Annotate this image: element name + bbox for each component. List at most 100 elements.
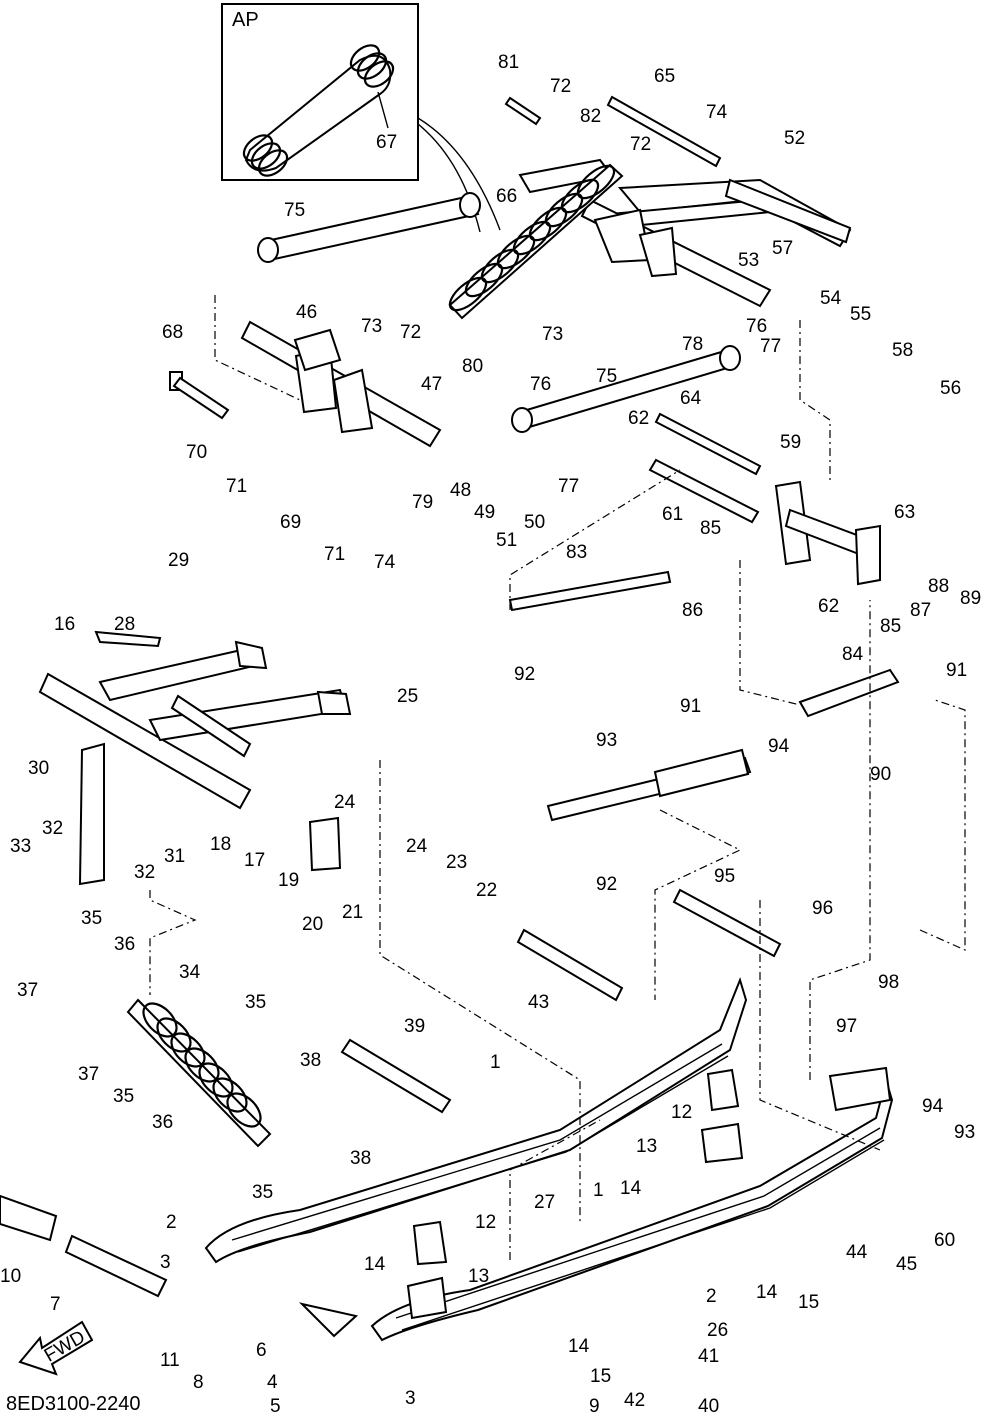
rod-95 [672,888,782,958]
callout: 74 [706,102,728,123]
callout: 91 [946,660,967,681]
callout: 47 [421,374,442,395]
callout: 31 [164,846,185,867]
shaft-83 [508,570,672,612]
callout: 70 [186,442,207,463]
callout: 62 [628,408,649,429]
callout: 91 [680,696,701,717]
callout: 11 [160,1350,180,1371]
bracket-59 [774,480,881,586]
callout: 40 [698,1396,719,1417]
callout: 37 [78,1064,99,1085]
callout: 71 [226,476,247,497]
callout: 2 [706,1286,717,1307]
block-13-upper [700,1122,744,1164]
callout: 14 [568,1336,590,1357]
callout: 88 [928,576,949,597]
callout: 94 [922,1096,944,1117]
callout: 72 [550,76,571,97]
callout: 7 [50,1294,61,1315]
callout: 20 [302,914,323,935]
callout: 55 [850,304,871,325]
callout: 80 [462,356,483,377]
callout: 57 [772,238,793,259]
callout: 75 [596,366,617,387]
callout: 22 [476,880,497,901]
callout: 32 [42,818,63,839]
callout: 27 [534,1192,555,1213]
callout: 4 [267,1372,278,1393]
callout: 96 [812,898,833,919]
callout: 63 [894,502,915,523]
arm-46 [240,320,442,448]
callout: 76 [746,316,767,337]
callout: 14 [756,1282,778,1303]
pipe-10 [0,1194,58,1242]
callout: 2 [166,1212,177,1233]
callout: 85 [880,616,901,637]
callout: 21 [342,902,363,923]
callout: 19 [278,870,299,891]
callout: 73 [361,316,382,337]
callout: 46 [296,302,317,323]
slide-rail-left [204,976,748,1264]
bolt-81 [504,96,542,126]
callout: 17 [244,850,265,871]
callout: 12 [671,1102,692,1123]
bolt-64 [654,412,762,476]
callout: 30 [28,758,49,779]
callout: 15 [798,1292,819,1313]
callout: 53 [738,250,759,271]
callout: 78 [682,334,703,355]
callout: 33 [10,836,31,857]
callout: 56 [940,378,961,399]
callout: 93 [596,730,617,751]
callout: 90 [870,764,891,785]
callout: 18 [210,834,231,855]
callout: 1 [593,1180,604,1201]
callout: 51 [496,530,517,551]
callout: 5 [270,1396,281,1417]
callout: 14 [364,1254,386,1275]
callout: 1 [490,1052,501,1073]
pin-28 [94,630,162,648]
callout: 61 [662,504,683,525]
callout: 92 [596,874,617,895]
callout: 14 [620,1178,642,1199]
callout: 79 [412,492,433,513]
callout: 9 [589,1396,600,1417]
callout: 89 [960,588,981,609]
callout: 36 [152,1112,173,1133]
plate-97 [828,1066,892,1112]
callout: 82 [580,106,601,127]
callout: 95 [714,866,735,887]
callout: 28 [114,614,135,635]
callout: 26 [707,1320,728,1341]
callout: 37 [17,980,38,1001]
guard-4 [298,1302,359,1338]
front-arm-16 [38,640,352,810]
callout: 84 [842,644,864,665]
callout: 97 [836,1016,857,1037]
plate-20 [308,816,342,872]
callout: 48 [450,480,471,501]
slider-12-lower [412,1220,448,1266]
pipe-7 [64,1234,168,1298]
callout: 77 [760,336,781,357]
link-75-lower [518,348,736,430]
callout: 36 [114,934,135,955]
callout: 13 [636,1136,657,1157]
rod-61 [648,458,760,524]
callout: 41 [698,1346,719,1367]
inset-label: AP [232,9,259,31]
arm-39 [340,1038,452,1114]
callout: 69 [280,512,301,533]
callout: 16 [54,614,75,635]
rod-65 [606,95,722,168]
callout: 72 [400,322,421,343]
callout: 73 [542,324,563,345]
callout: 77 [558,476,579,497]
callout: 39 [404,1016,425,1037]
callout: 66 [496,186,517,207]
